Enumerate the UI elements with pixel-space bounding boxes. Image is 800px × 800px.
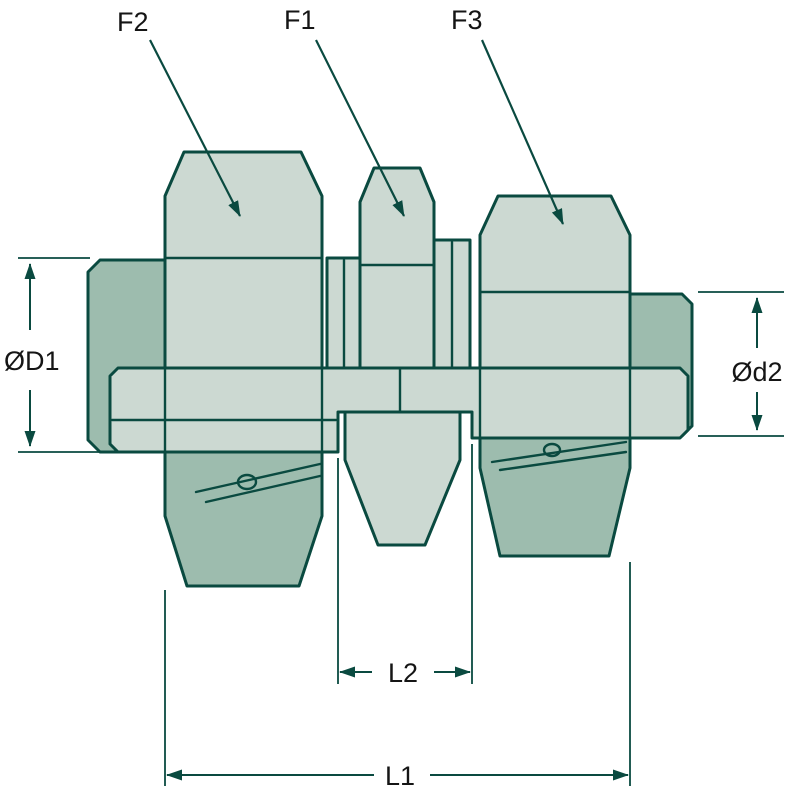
label-f1: F1 (284, 5, 316, 35)
labels: F2 F1 F3 ØD1 Ød2 L2 L1 (4, 5, 783, 791)
center-lower-plug (343, 410, 462, 547)
center-hex-top (358, 166, 436, 370)
leader-f2 (149, 39, 241, 217)
label-l1: L1 (385, 761, 415, 791)
right-section-line-2 (498, 450, 628, 472)
left-nut-bottom (163, 450, 324, 588)
dimension-d1 (18, 257, 104, 453)
leader-f3 (480, 39, 565, 225)
dimension-d2 (698, 291, 784, 437)
label-d1: ØD1 (4, 346, 60, 376)
leader-lines (149, 39, 565, 225)
label-f3: F3 (451, 5, 483, 35)
label-d2: Ød2 (731, 357, 782, 387)
left-ring-detail (236, 473, 258, 491)
label-l2: L2 (388, 658, 418, 688)
dimension-l2 (337, 444, 473, 684)
right-ring-detail (542, 442, 562, 458)
leader-f1 (315, 39, 405, 217)
fitting-shapes (86, 150, 694, 588)
left-section-line-2 (204, 474, 322, 504)
label-f2: F2 (117, 7, 149, 37)
dimension-l1 (164, 562, 631, 786)
left-section-line-1 (194, 462, 322, 494)
